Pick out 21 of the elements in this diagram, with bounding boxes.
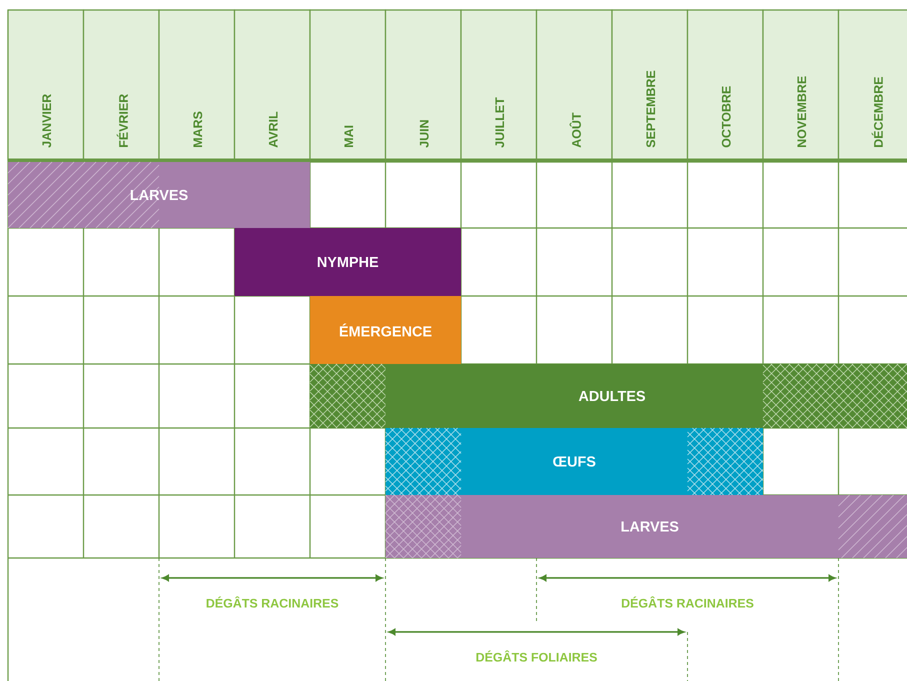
month-header-cell: JUILLET (460, 9, 538, 161)
month-header-cell: MARS (158, 9, 236, 161)
range-label: DÉGÂTS RACINAIRES (622, 596, 754, 608)
month-header-cell: NOVEMBRE (762, 9, 840, 161)
gantt-bar: ÉMERGENCE (310, 296, 461, 364)
month-header-cell: SEPTEMBRE (611, 9, 688, 161)
range-label: DÉGÂTS RACINAIRES (206, 596, 338, 608)
gantt-bar: ŒUFS (385, 428, 764, 496)
month-header-cell: OCTOBRE (686, 9, 764, 161)
month-header-cell: AVRIL (234, 9, 311, 161)
gantt-bar: LARVES (385, 494, 907, 558)
month-header-cell: MAI (309, 9, 386, 161)
gantt-bar: NYMPHE (234, 228, 461, 296)
month-header-cell: JANVIER (7, 9, 84, 161)
month-header-cell: FÉVRIER (82, 9, 160, 161)
gantt-bar: LARVES (8, 162, 310, 228)
month-header-cell: JUIN (384, 9, 462, 161)
month-header-cell: AOÛT (536, 9, 613, 161)
range-label: DÉGÂTS FOLIAIRES (476, 650, 597, 662)
gantt-bar: ADULTES (310, 364, 907, 428)
month-header-cell: DÉCEMBRE (838, 9, 907, 161)
